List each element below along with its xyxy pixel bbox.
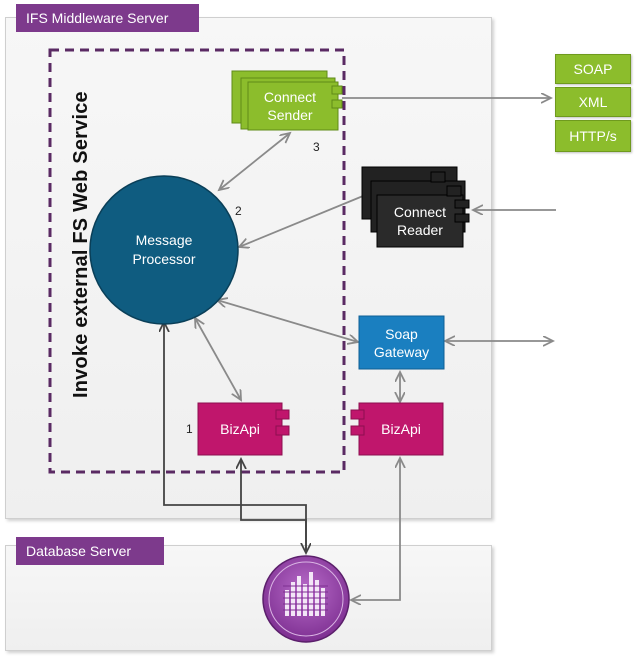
arrow-processor-bizapi bbox=[195, 318, 241, 400]
message-processor-label: Message Processor bbox=[100, 230, 228, 270]
connect-reader-line2: Reader bbox=[397, 222, 443, 238]
protocol-https: HTTP/s bbox=[555, 120, 631, 152]
connector-arrows-dark bbox=[164, 322, 306, 553]
protocol-soap: SOAP bbox=[555, 54, 631, 84]
soap-gateway-label: Soap Gateway bbox=[359, 316, 444, 369]
invoke-label: Invoke external FS Web Service bbox=[70, 91, 92, 398]
message-processor-number: 2 bbox=[235, 204, 242, 218]
connect-sender-line1: Connect bbox=[263, 89, 317, 105]
connect-sender-label: Connect Sender bbox=[248, 82, 332, 130]
bizapi-left-number: 1 bbox=[186, 422, 193, 436]
connect-sender-line2: Sender bbox=[267, 107, 313, 123]
soap-gateway-line2: Gateway bbox=[373, 343, 430, 360]
bizapi-left-label: BizApi bbox=[220, 421, 260, 437]
arrow-reader-to-processor bbox=[239, 195, 364, 247]
soap-gateway-line1: Soap bbox=[385, 325, 418, 342]
soap-gateway-box bbox=[358, 315, 445, 370]
bizapi-left-component bbox=[197, 402, 290, 456]
bizapi-right-component bbox=[350, 402, 444, 456]
arrow-bizapi-right-db bbox=[351, 458, 400, 600]
arrow-bizapi-db bbox=[241, 459, 307, 553]
bizapi-right-label: BizApi bbox=[381, 421, 421, 437]
connect-reader-component bbox=[361, 166, 470, 248]
arrow-processor-sender bbox=[219, 133, 290, 190]
connect-sender-component bbox=[231, 70, 343, 131]
message-processor-circle bbox=[89, 175, 239, 325]
arrow-processor-gateway bbox=[217, 300, 358, 342]
protocol-xml: XML bbox=[555, 87, 631, 117]
connect-reader-label: Connect Reader bbox=[377, 197, 463, 245]
database-server-label: Database Server bbox=[16, 537, 164, 565]
message-processor-line2: Processor bbox=[132, 251, 196, 267]
middleware-server-label: IFS Middleware Server bbox=[16, 4, 199, 32]
connect-reader-line1: Connect bbox=[393, 204, 447, 220]
message-processor-line1: Message bbox=[135, 232, 193, 248]
connect-sender-number: 3 bbox=[313, 140, 320, 154]
database-equalizer-icon bbox=[262, 555, 350, 643]
